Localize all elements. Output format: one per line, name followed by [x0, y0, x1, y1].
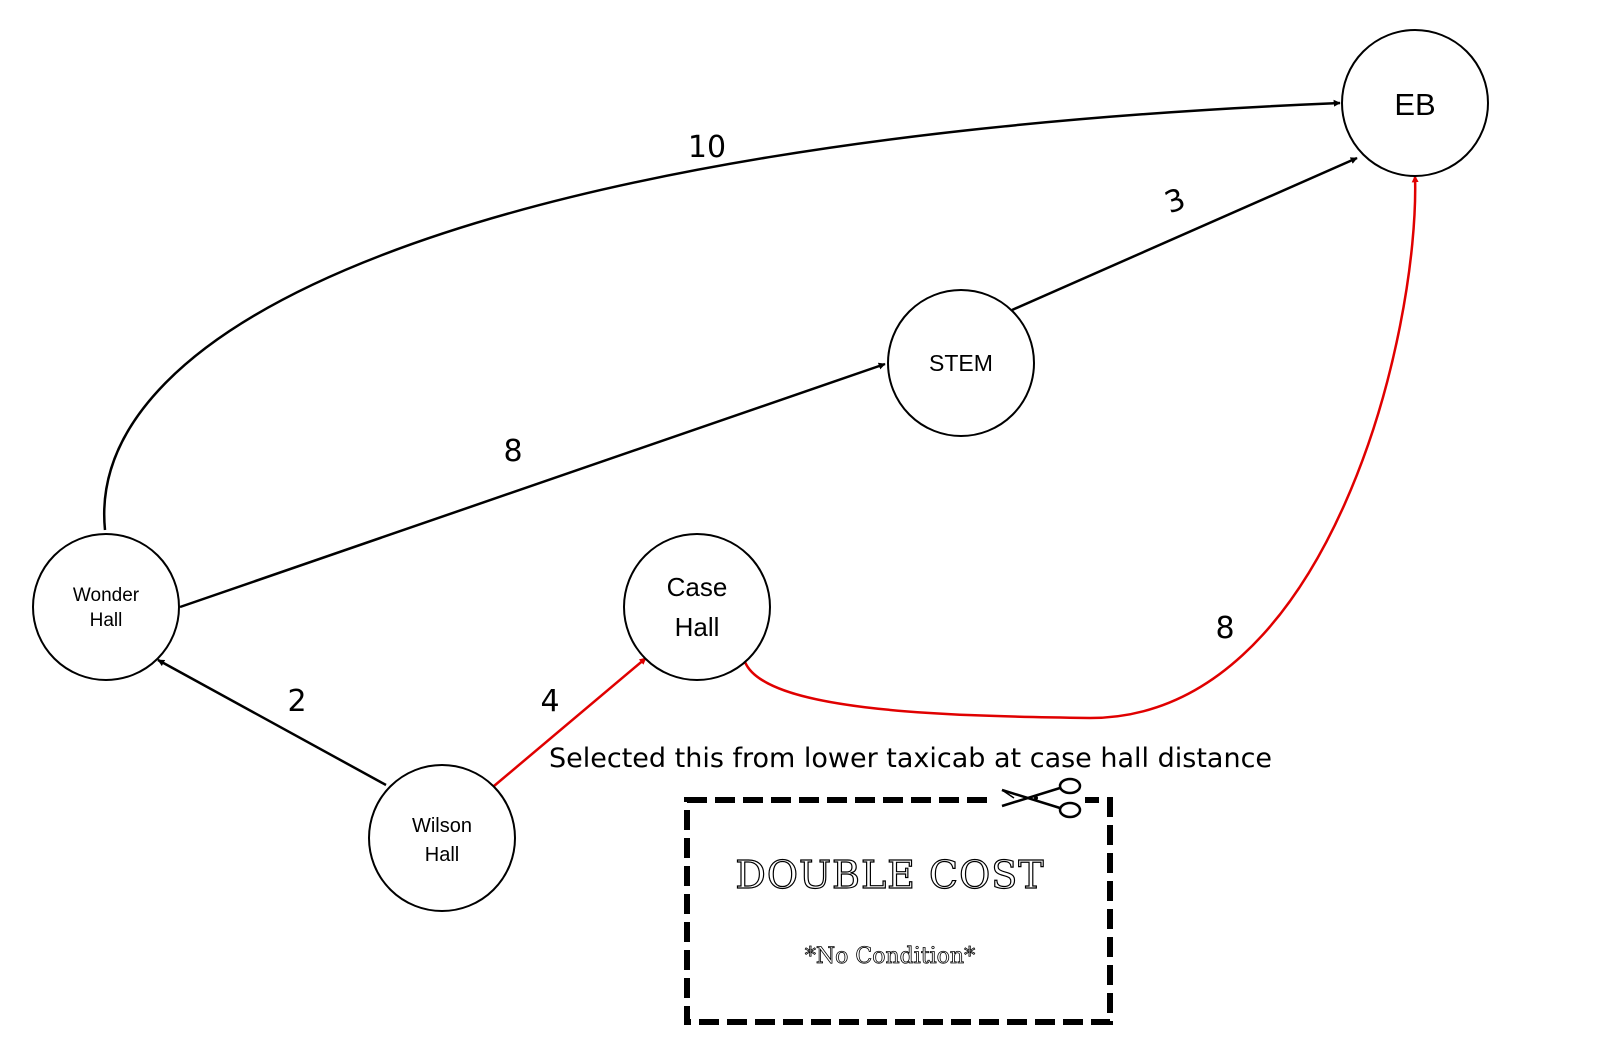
node-case-hall: Case Hall: [623, 533, 771, 681]
node-case-hall-label-line1: Case: [667, 572, 728, 602]
edge-wonder-hall-to-eb: [102, 99, 1341, 531]
edge-weight-wonder-eb: 10: [688, 130, 726, 165]
coupon-subtitle: *No Condition*: [805, 944, 975, 969]
edge-wilson-hall-to-wonder-hall: [157, 658, 387, 787]
node-wonder-hall: Wonder Hall: [32, 533, 180, 681]
node-stem-label: STEM: [929, 350, 993, 376]
node-wonder-hall-label-line1: Wonder: [73, 585, 140, 606]
node-stem: STEM: [887, 289, 1035, 437]
edge-wonder-hall-to-stem: [179, 362, 886, 609]
node-wilson-hall-label-line1: Wilson: [412, 815, 472, 837]
edge-case-hall-to-eb: [743, 175, 1419, 720]
node-case-hall-label-line2: Hall: [675, 612, 720, 642]
node-wilson-hall-label-line2: Hall: [425, 844, 459, 866]
node-wonder-hall-label-line2: Hall: [90, 610, 123, 631]
annotation-text: Selected this from lower taxicab at case…: [549, 743, 1272, 774]
edge-wilson-hall-to-case-hall: [493, 657, 647, 787]
node-eb: EB: [1341, 29, 1489, 177]
double-cost-coupon: DOUBLE COST *No Condition*: [684, 777, 1113, 1025]
edge-weight-wonder-stem: 8: [503, 434, 522, 469]
edge-weight-wilson-case: 4: [540, 684, 559, 719]
node-wilson-hall: Wilson Hall: [368, 764, 516, 912]
edge-weight-case-eb: 8: [1215, 611, 1234, 646]
coupon-title: DOUBLE COST: [735, 853, 1044, 897]
scissors-icon: [995, 777, 1085, 819]
edge-weight-stem-eb: 3: [1160, 182, 1190, 221]
node-eb-label: EB: [1394, 87, 1435, 122]
edge-stem-to-eb: [1011, 156, 1358, 312]
edge-weight-wilson-wonder: 2: [287, 684, 306, 719]
